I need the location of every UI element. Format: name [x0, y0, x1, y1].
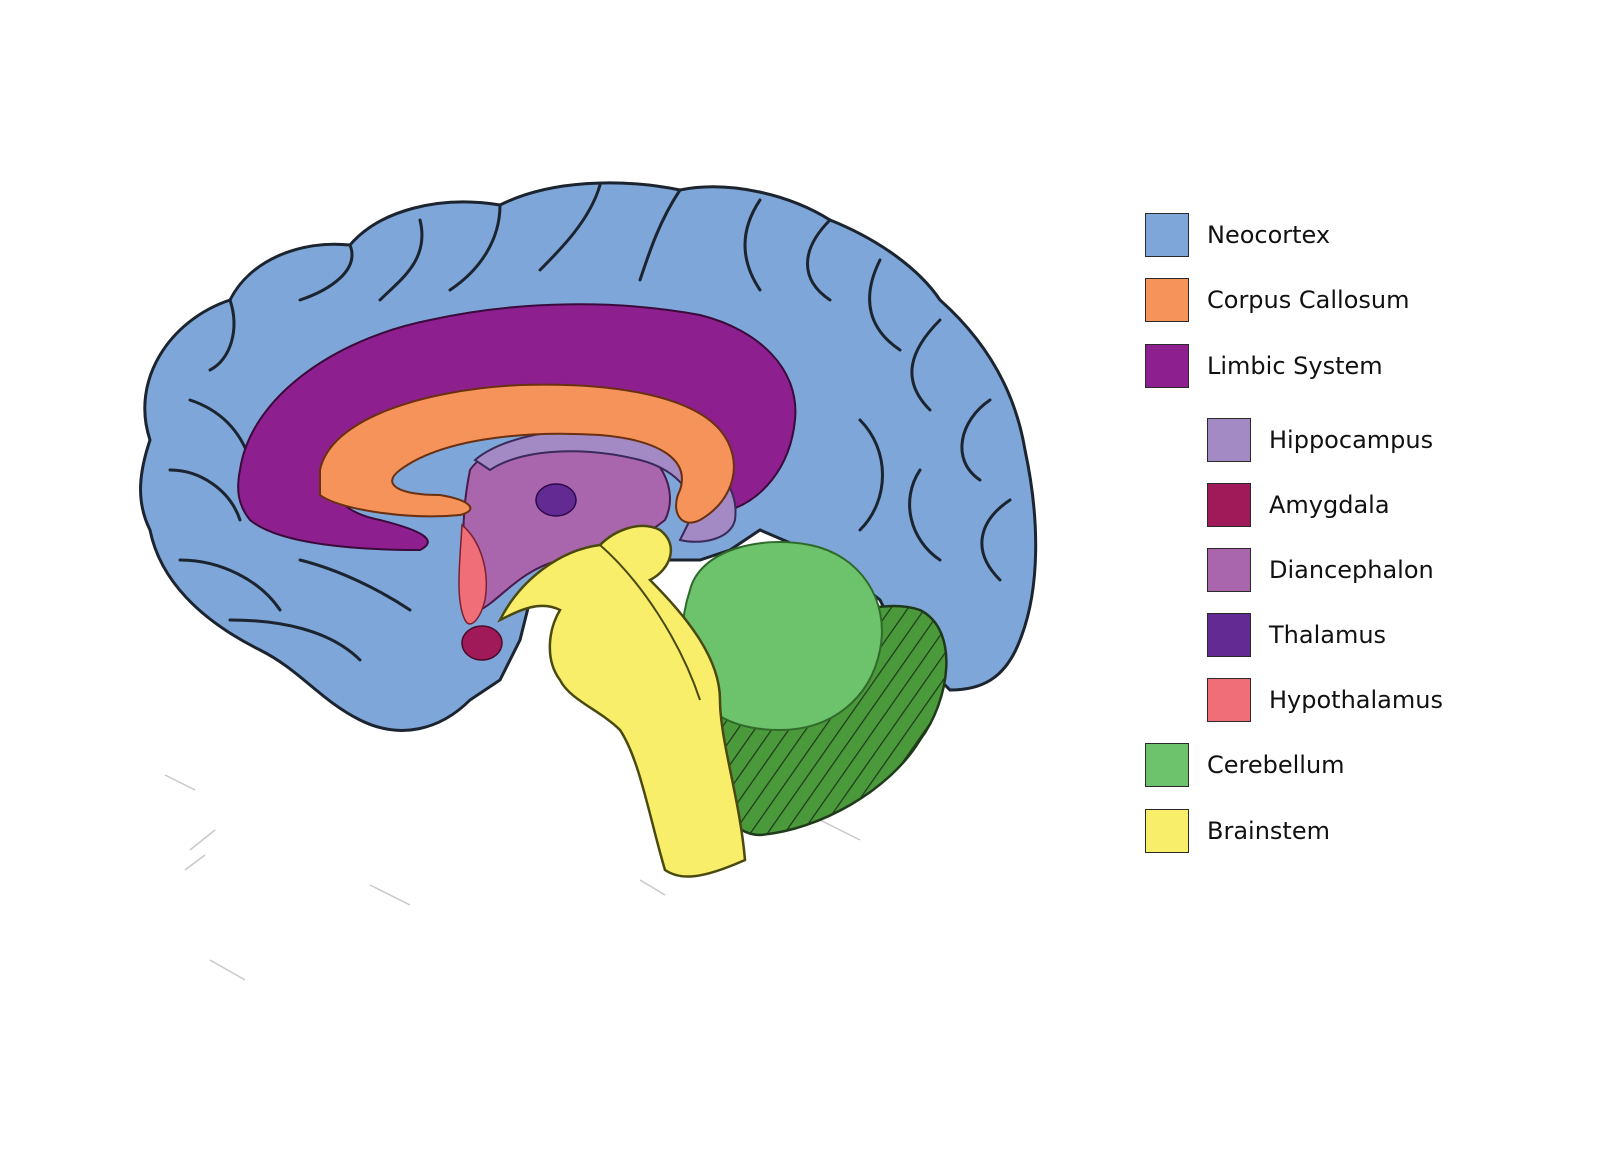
- legend-item-neocortex: Neocortex: [1145, 212, 1330, 258]
- legend-label: Amygdala: [1269, 491, 1390, 519]
- legend-label: Brainstem: [1207, 817, 1330, 845]
- legend-item-diancephalon: Diancephalon: [1207, 547, 1434, 593]
- brainstem-fold: [599, 544, 701, 701]
- legend-item-corpus-callosum: Corpus Callosum: [1145, 277, 1409, 323]
- legend-label: Corpus Callosum: [1207, 286, 1410, 314]
- thalamus-region: [535, 483, 577, 517]
- cortex-gyri: [168, 183, 1012, 662]
- legend-label: Diancephalon: [1269, 556, 1434, 584]
- brain-sagittal-illustration: [139, 181, 1038, 981]
- brainstem-region: [497, 524, 747, 878]
- legend-item-cerebellum: Cerebellum: [1145, 742, 1345, 788]
- legend-label: Hypothalamus: [1269, 686, 1443, 714]
- legend-item-brainstem: Brainstem: [1145, 808, 1330, 854]
- legend-label: Hippocampus: [1269, 426, 1434, 454]
- legend-swatch: [1145, 213, 1189, 257]
- amygdala-region: [461, 625, 503, 661]
- legend-item-hippocampus: Hippocampus: [1207, 417, 1433, 463]
- corpus-callosum-region: [319, 383, 735, 524]
- legend-swatch: [1207, 548, 1251, 592]
- legend-label: Neocortex: [1207, 221, 1331, 249]
- legend-swatch: [1207, 678, 1251, 722]
- legend-item-thalamus: Thalamus: [1207, 612, 1386, 658]
- legend-label: Cerebellum: [1207, 751, 1345, 779]
- legend-swatch: [1145, 809, 1189, 853]
- legend-swatch: [1207, 418, 1251, 462]
- legend-item-hypothalamus: Hypothalamus: [1207, 677, 1443, 723]
- legend-swatch: [1207, 483, 1251, 527]
- hypothalamus-region: [458, 523, 488, 625]
- legend-label: Limbic System: [1207, 352, 1383, 380]
- legend-swatch: [1207, 613, 1251, 657]
- legend-swatch: [1145, 743, 1189, 787]
- legend-item-amygdala: Amygdala: [1207, 482, 1390, 528]
- legend-item-limbic-system: Limbic System: [1145, 343, 1383, 389]
- legend-swatch: [1145, 278, 1189, 322]
- legend-label: Thalamus: [1269, 621, 1387, 649]
- legend-swatch: [1145, 344, 1189, 388]
